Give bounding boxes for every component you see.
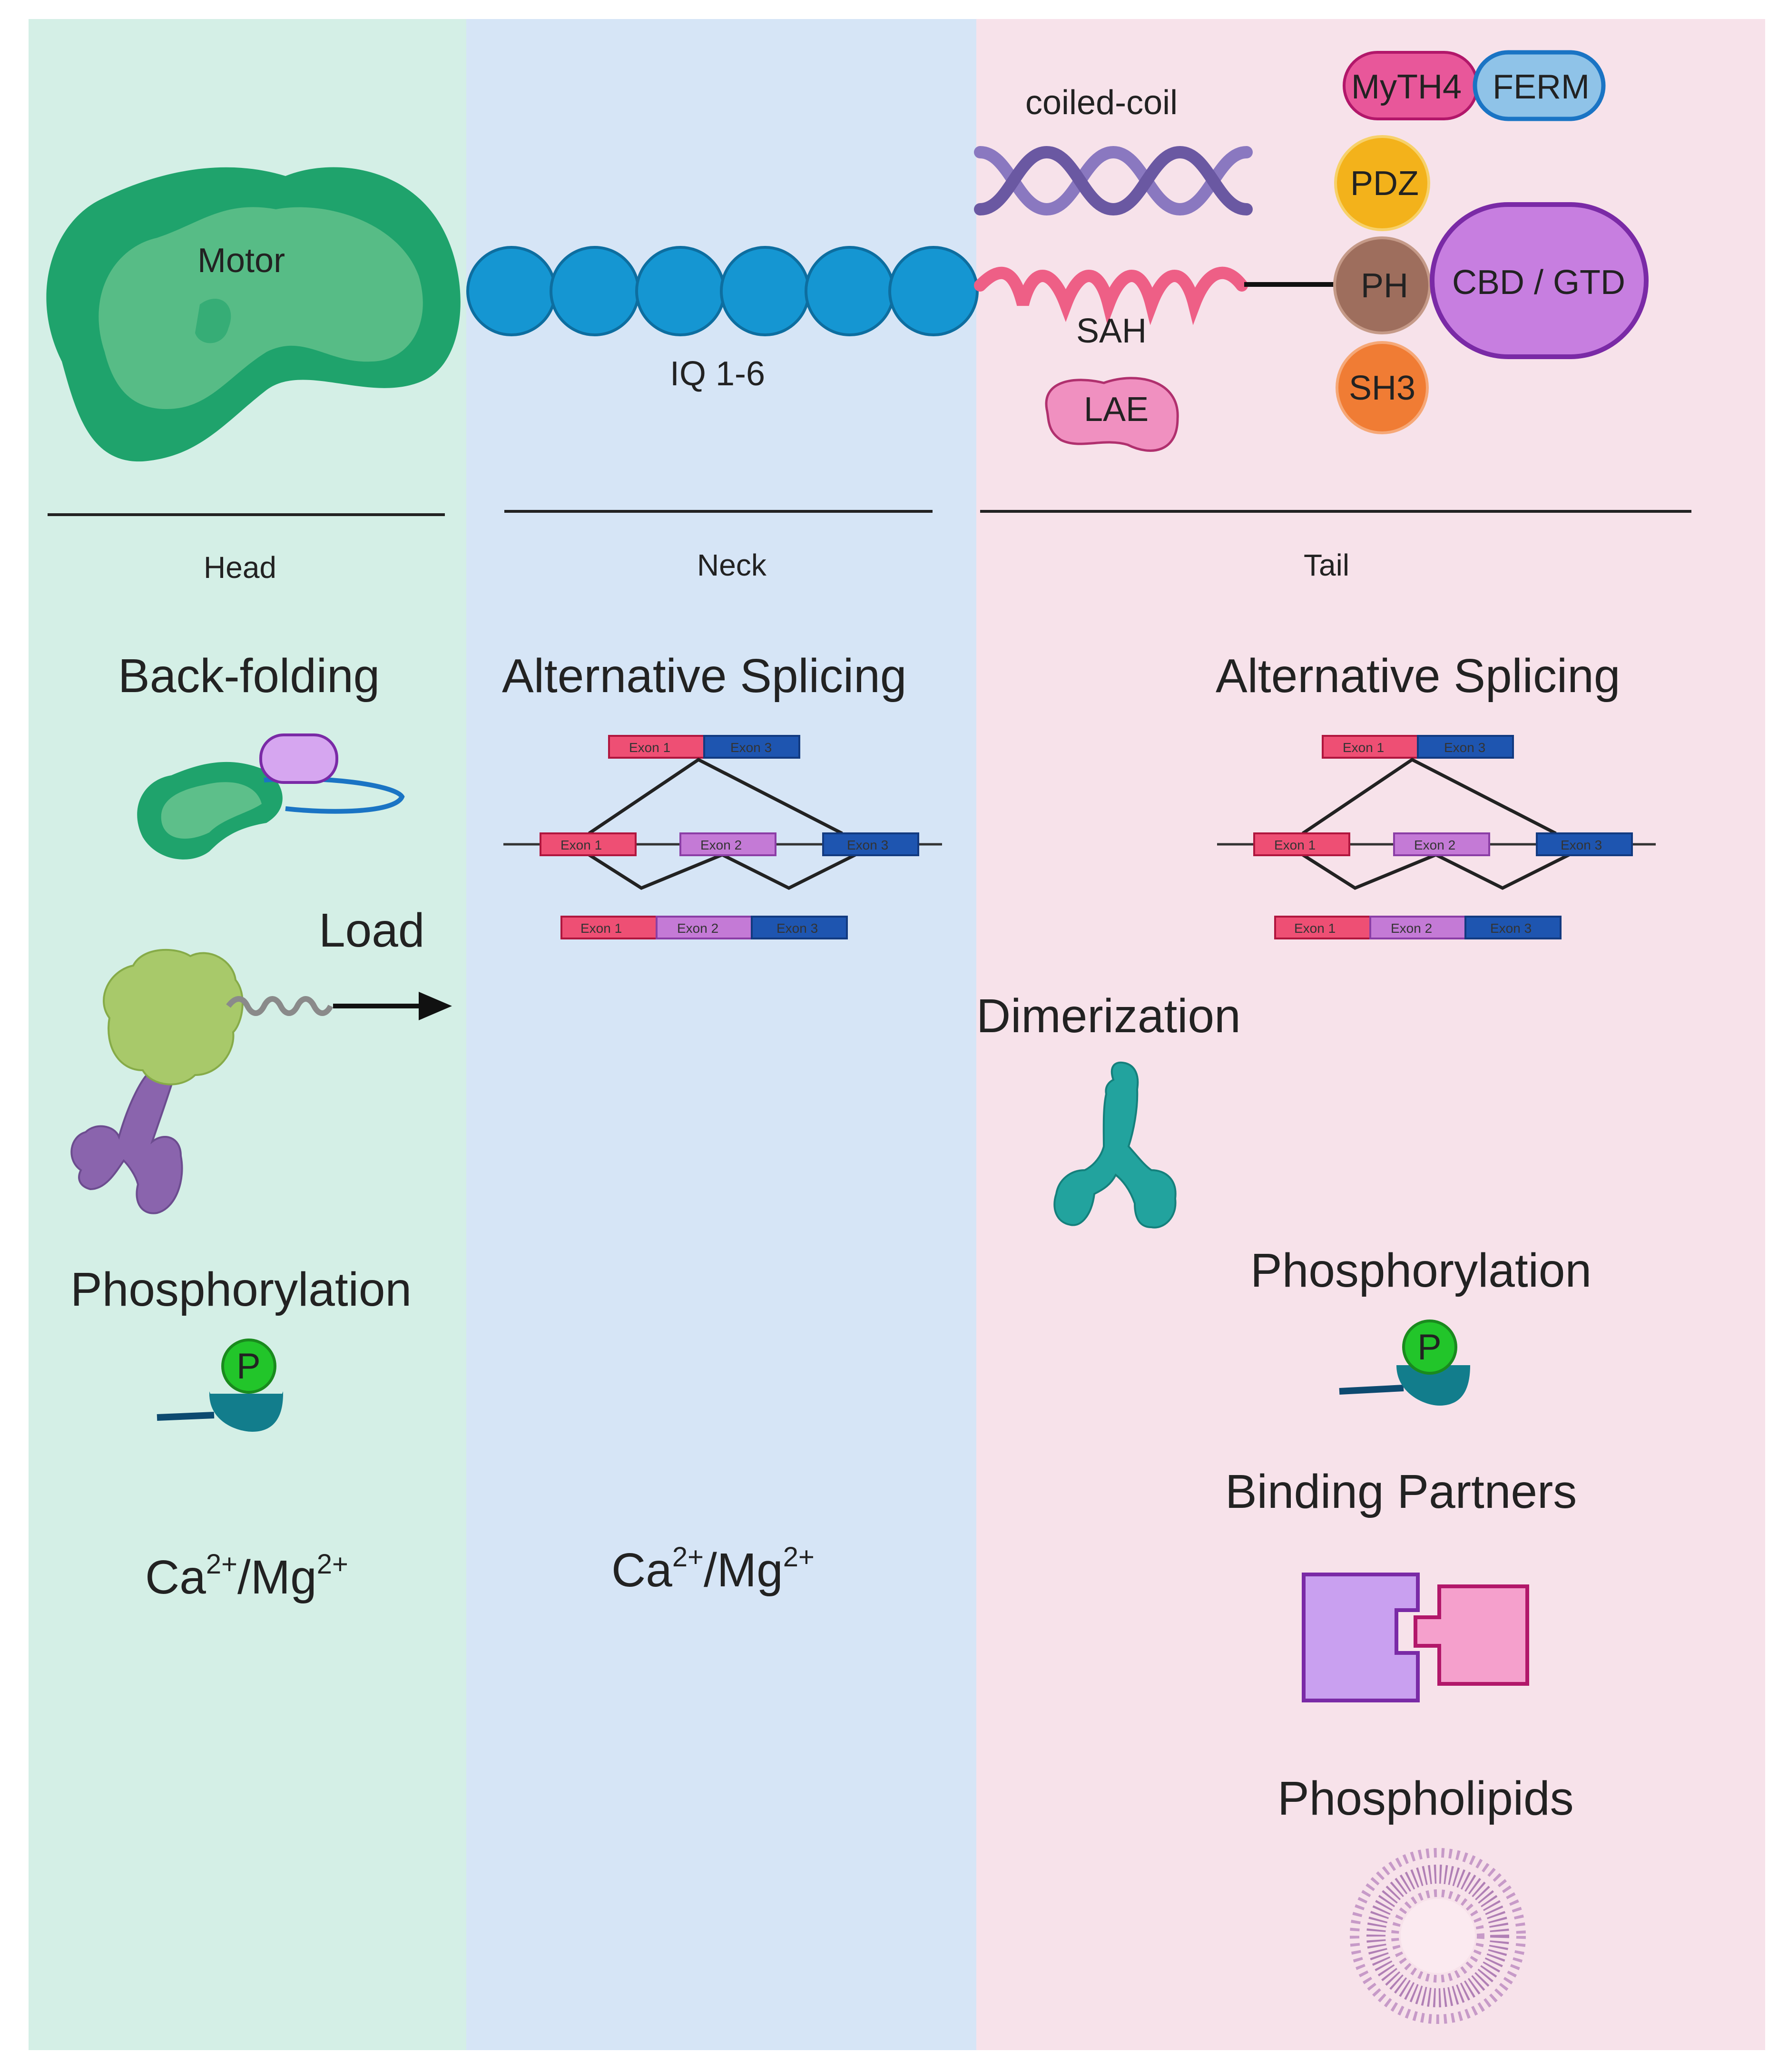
ph-label: PH [1361, 267, 1408, 305]
sah-helix-icon [974, 266, 1248, 325]
head-region-label: Head [204, 550, 276, 585]
motor-label: Motor [197, 242, 285, 280]
tail-phospho-icon [1339, 1319, 1470, 1406]
dimerization-icon [1053, 1061, 1177, 1229]
tail-splicing-title: Alternative Splicing [1216, 649, 1620, 703]
coiled-coil-icon [974, 146, 1253, 216]
tail-exon3-mid: Exon 3 [1561, 838, 1602, 852]
sh3-domain-icon [1336, 341, 1429, 434]
iq-beads [466, 246, 979, 336]
tail-phospho-p-symbol: P [1417, 1327, 1442, 1368]
binding-partners-icon [1302, 1573, 1529, 1702]
tail-exon3-bot: Exon 3 [1490, 921, 1532, 936]
neck-exon1-mid: Exon 1 [560, 838, 602, 852]
tail-phospholipids-title: Phospholipids [1277, 1772, 1574, 1825]
neck-panel [466, 19, 976, 2050]
head-backfolding-title: Back-folding [118, 649, 380, 703]
head-ca-mg-label: Ca2+/Mg2+ [145, 1549, 348, 1604]
neck-splicing-title: Alternative Splicing [502, 649, 906, 703]
backfolding-icon [137, 733, 405, 860]
neck-exon1-bot: Exon 1 [580, 921, 622, 936]
tail-exon1-top: Exon 1 [1343, 740, 1384, 755]
tail-exon2-mid: Exon 2 [1414, 838, 1455, 852]
tail-binding-title: Binding Partners [1225, 1465, 1577, 1518]
head-phospho-icon [157, 1339, 283, 1432]
motor-domain-icon [46, 167, 461, 462]
neck-exon1-top: Exon 1 [629, 740, 670, 755]
neck-exon3-bot: Exon 3 [776, 921, 818, 936]
ferm-domain-icon [1473, 50, 1606, 121]
iq-label: IQ 1-6 [670, 355, 765, 393]
ferm-label: FERM [1493, 68, 1590, 106]
head-phospho-p-symbol: P [236, 1346, 261, 1387]
myth4-label: MyTH4 [1351, 68, 1462, 106]
load-optical-trap-icon [70, 948, 452, 1214]
coiled-coil-label: coiled-coil [1025, 84, 1178, 122]
neck-exon3-top: Exon 3 [730, 740, 772, 755]
tail-phosphorylation-title: Phosphorylation [1250, 1244, 1592, 1297]
tail-exon2-bot: Exon 2 [1391, 921, 1432, 936]
lae-domain-icon [1045, 377, 1179, 452]
tail-exon3-top: Exon 3 [1444, 740, 1485, 755]
head-phosphorylation-title: Phosphorylation [70, 1263, 412, 1316]
sh3-label: SH3 [1349, 369, 1415, 407]
lae-label: LAE [1084, 391, 1149, 429]
tail-region-label: Tail [1304, 548, 1349, 582]
sah-label: SAH [1076, 312, 1147, 350]
head-load-title: Load [319, 904, 424, 957]
cbd-gtd-domain-icon [1430, 202, 1649, 359]
ph-domain-icon [1333, 236, 1431, 334]
pdz-label: PDZ [1350, 165, 1419, 203]
cbd-gtd-label: CBD / GTD [1452, 264, 1625, 302]
tail-exon1-bot: Exon 1 [1294, 921, 1336, 936]
pdz-domain-icon [1334, 135, 1430, 231]
neck-ca-mg-label: Ca2+/Mg2+ [611, 1542, 815, 1597]
neck-exon2-mid: Exon 2 [700, 838, 742, 852]
tail-exon1-mid: Exon 1 [1274, 838, 1316, 852]
neck-region-label: Neck [697, 548, 767, 582]
phospholipid-vesicle-icon [1350, 1848, 1526, 2024]
neck-exon3-mid: Exon 3 [847, 838, 888, 852]
neck-exon2-bot: Exon 2 [677, 921, 718, 936]
tail-dimerization-title: Dimerization [976, 989, 1241, 1043]
